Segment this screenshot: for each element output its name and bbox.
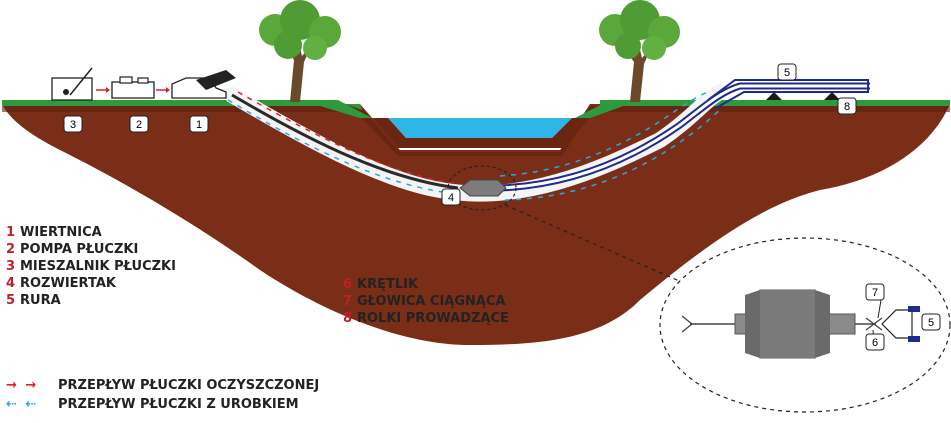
marker-4-label: 4 bbox=[448, 192, 454, 204]
zoom-line bbox=[504, 204, 701, 291]
grass-strip-right bbox=[600, 100, 950, 106]
river-bank bbox=[372, 118, 590, 148]
legend-num: 2 bbox=[6, 242, 16, 257]
detail-reamer bbox=[681, 289, 856, 359]
detail-swivel bbox=[855, 317, 883, 331]
mud-pump bbox=[111, 76, 155, 99]
legend-right: 6 KRĘTLIK 7 GŁOWICA CIĄGNĄCA 8 ROLKI PROWAD… bbox=[343, 276, 509, 327]
detail-pulling-head bbox=[881, 306, 920, 342]
dirty-flow-text: PRZEPŁYW PŁUCZKI Z UROBKIEM bbox=[58, 397, 299, 412]
dirty-flow-arrows: ⇠ ⇠ bbox=[6, 397, 39, 412]
marker-8-label: 8 bbox=[844, 101, 850, 113]
grass-strip-left bbox=[2, 100, 337, 106]
river-water bbox=[388, 118, 572, 138]
marker-5-label: 5 bbox=[784, 67, 790, 79]
roller-1 bbox=[766, 92, 782, 100]
marker-2: 2 bbox=[129, 115, 149, 133]
detail-marker-5: 5 bbox=[921, 313, 941, 331]
marker-5: 5 bbox=[777, 63, 797, 81]
detail-marker-6-label: 6 bbox=[872, 337, 878, 349]
legend-item: 7 GŁOWICA CIĄGNĄCA bbox=[343, 293, 509, 310]
legend-num: 6 bbox=[343, 277, 353, 292]
legend-item: 8 ROLKI PROWADZĄCE bbox=[343, 310, 509, 327]
legend-item: 3 MIESZALNIK PŁUCZKI bbox=[6, 258, 176, 275]
marker-8: 8 bbox=[837, 97, 857, 115]
reamer bbox=[459, 179, 507, 197]
detail-marker-7-label: 7 bbox=[872, 287, 878, 299]
marker-3-label: 3 bbox=[70, 119, 76, 131]
marker-2-label: 2 bbox=[136, 119, 142, 131]
grass-bank-right bbox=[575, 100, 640, 118]
marker-4: 4 bbox=[441, 188, 461, 206]
legend-item: 4 ROZWIERTAK bbox=[6, 275, 176, 292]
detail-marker-7: 7 bbox=[865, 283, 885, 301]
dirty-flow-line-left bbox=[227, 99, 459, 195]
tree-left bbox=[259, 0, 341, 102]
legend-text: MIESZALNIK PŁUCZKI bbox=[20, 259, 176, 274]
legend-text: POMPA PŁUCZKI bbox=[20, 242, 139, 257]
marker-1-label: 1 bbox=[196, 119, 202, 131]
legend-text: GŁOWICA CIĄGNĄCA bbox=[357, 294, 506, 309]
drilling-rig bbox=[171, 70, 236, 99]
legend-text: ROLKI PROWADZĄCE bbox=[357, 311, 509, 326]
legend-num: 8 bbox=[343, 311, 353, 326]
legend-num: 5 bbox=[6, 293, 16, 308]
legend-item: 6 KRĘTLIK bbox=[343, 276, 509, 293]
tree-right bbox=[599, 0, 680, 102]
legend-text: RURA bbox=[20, 293, 61, 308]
legend-text: WIERTNICA bbox=[20, 225, 102, 240]
drill-string bbox=[231, 93, 459, 190]
roller-2 bbox=[824, 92, 840, 100]
clean-flow-arrows: → → bbox=[6, 378, 39, 393]
legend-num: 4 bbox=[6, 276, 16, 291]
dirty-flow-line-right bbox=[504, 107, 723, 201]
legend-item: 5 RURA bbox=[6, 292, 176, 309]
leader-7 bbox=[877, 299, 882, 319]
legend-num: 1 bbox=[6, 225, 16, 240]
clean-flow-line bbox=[237, 91, 459, 185]
grass-bank-left bbox=[300, 100, 372, 118]
legend-text: ROZWIERTAK bbox=[20, 276, 116, 291]
clean-flow-text: PRZEPŁYW PŁUCZKI OCZYSZCZONEJ bbox=[58, 378, 320, 393]
detail-marker-6: 6 bbox=[865, 333, 885, 351]
flow-legend: → → PRZEPŁYW PŁUCZKI OCZYSZCZONEJ ⇠ ⇠ PRZE… bbox=[6, 376, 319, 414]
flow-legend-clean: → → PRZEPŁYW PŁUCZKI OCZYSZCZONEJ bbox=[6, 376, 319, 395]
marker-1: 1 bbox=[189, 115, 209, 133]
product-pipe-inner bbox=[499, 84, 870, 190]
legend-item: 1 WIERTNICA bbox=[6, 224, 176, 241]
reamer-highlight bbox=[447, 165, 517, 211]
flow-arrowhead-a bbox=[106, 87, 110, 93]
flow-arrowhead-b bbox=[166, 87, 170, 93]
soil-ground bbox=[2, 104, 950, 345]
marker-3: 3 bbox=[63, 115, 83, 133]
legend-num: 7 bbox=[343, 294, 353, 309]
legend-left: 1 WIERTNICA 2 POMPA PŁUCZKI 3 MIESZALNIK PŁ… bbox=[6, 224, 176, 309]
flow-legend-dirty: ⇠ ⇠ PRZEPŁYW PŁUCZKI Z UROBKIEM bbox=[6, 395, 319, 414]
detail-marker-5-label: 5 bbox=[928, 317, 934, 329]
legend-num: 3 bbox=[6, 259, 16, 274]
dirty-flow-line-right-top bbox=[499, 91, 709, 177]
product-pipe-ext bbox=[707, 79, 869, 109]
legend-item: 2 POMPA PŁUCZKI bbox=[6, 241, 176, 258]
mud-mixer bbox=[51, 67, 93, 101]
legend-text: KRĘTLIK bbox=[357, 277, 419, 292]
